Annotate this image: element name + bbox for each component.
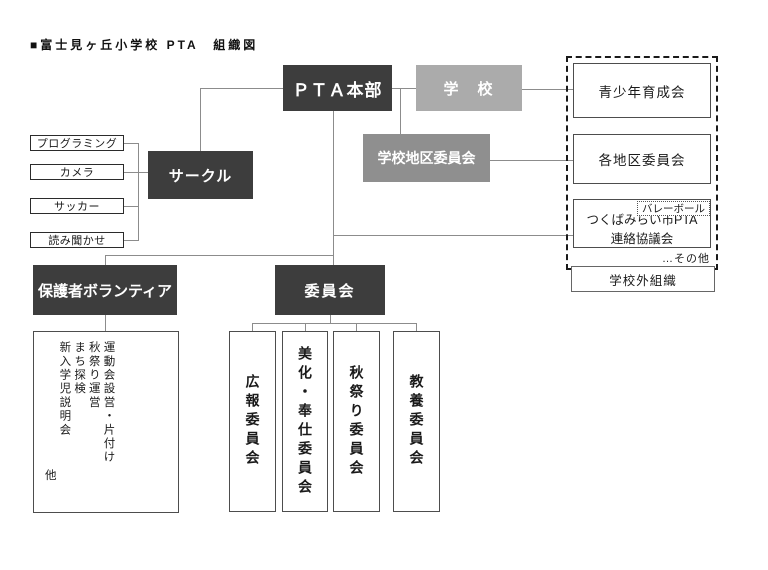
committee-label: 広報委員会 <box>244 374 261 469</box>
connector-line <box>124 172 148 173</box>
connector-line <box>200 88 284 89</box>
volunteer-activity: まち探検 <box>73 341 86 396</box>
node-school: 学 校 <box>416 65 522 111</box>
connector-line <box>105 255 334 256</box>
volunteer-activities-list: 運動会設営・片付け 秋祭り運営 まち探検 新入学児説明会 他 <box>34 332 149 512</box>
node-pta-headquarters: ＰＴＡ本部 <box>283 65 392 111</box>
connector-line <box>200 88 201 151</box>
connector-line <box>333 235 573 236</box>
tsukubamirai-line2: 連絡協議会 <box>610 231 674 246</box>
connector-line <box>124 240 138 241</box>
connector-line <box>105 255 106 265</box>
connector-line <box>252 323 253 331</box>
box-outside-school-organizations: 学校外組織 <box>571 266 715 292</box>
committee-box-beautification-service: 美化・奉仕委員会 <box>282 331 328 512</box>
label-others: …その他 <box>662 253 710 265</box>
connector-line <box>138 143 139 241</box>
connector-line <box>400 88 401 134</box>
box-district-committees: 各地区委員会 <box>573 134 711 184</box>
box-youth-development: 青少年育成会 <box>573 63 711 118</box>
connector-line <box>252 323 417 324</box>
volunteer-activities-box: 運動会設営・片付け 秋祭り運営 まち探検 新入学児説明会 他 <box>33 331 179 513</box>
connector-line <box>105 315 106 331</box>
node-parent-volunteer: 保護者ボランティア <box>33 265 177 315</box>
connector-line <box>490 160 573 161</box>
tsukubamirai-line1: つくばみらい市PTA <box>586 213 698 228</box>
volunteer-activity: 運動会設営・片付け <box>102 341 115 465</box>
committee-label: 美化・奉仕委員会 <box>297 345 313 498</box>
committee-box-public-relations: 広報委員会 <box>229 331 276 512</box>
connector-line <box>356 323 357 331</box>
chart-title: ■富士見ヶ丘小学校 PTA 組織図 <box>30 38 259 52</box>
node-school-district-committee: 学校地区委員会 <box>363 134 490 182</box>
committee-box-autumn-festival: 秋祭り委員会 <box>333 331 380 512</box>
volunteer-activity: 新入学児説明会 <box>58 341 71 437</box>
committee-label: 教養委員会 <box>408 374 425 469</box>
committee-label: 秋祭り委員会 <box>348 364 365 479</box>
circle-item-programming: プログラミング <box>30 135 124 151</box>
circle-item-soccer: サッカー <box>30 198 124 214</box>
connector-line <box>330 315 331 324</box>
connector-line <box>333 111 334 265</box>
node-circle: サークル <box>148 151 253 199</box>
connector-line <box>305 323 306 331</box>
volunteer-activity-other: 他 <box>43 469 56 483</box>
connector-line <box>124 143 138 144</box>
box-volleyball: バレーボール <box>637 201 710 216</box>
volunteer-activity: 秋祭り運営 <box>87 341 100 410</box>
committee-box-culture: 教養委員会 <box>393 331 440 512</box>
connector-line <box>416 323 417 331</box>
connector-line <box>392 88 416 89</box>
node-committee: 委員会 <box>275 265 385 315</box>
circle-item-reading: 読み聞かせ <box>30 232 124 248</box>
connector-line <box>124 206 138 207</box>
circle-item-camera: カメラ <box>30 164 124 180</box>
connector-line <box>522 89 573 90</box>
